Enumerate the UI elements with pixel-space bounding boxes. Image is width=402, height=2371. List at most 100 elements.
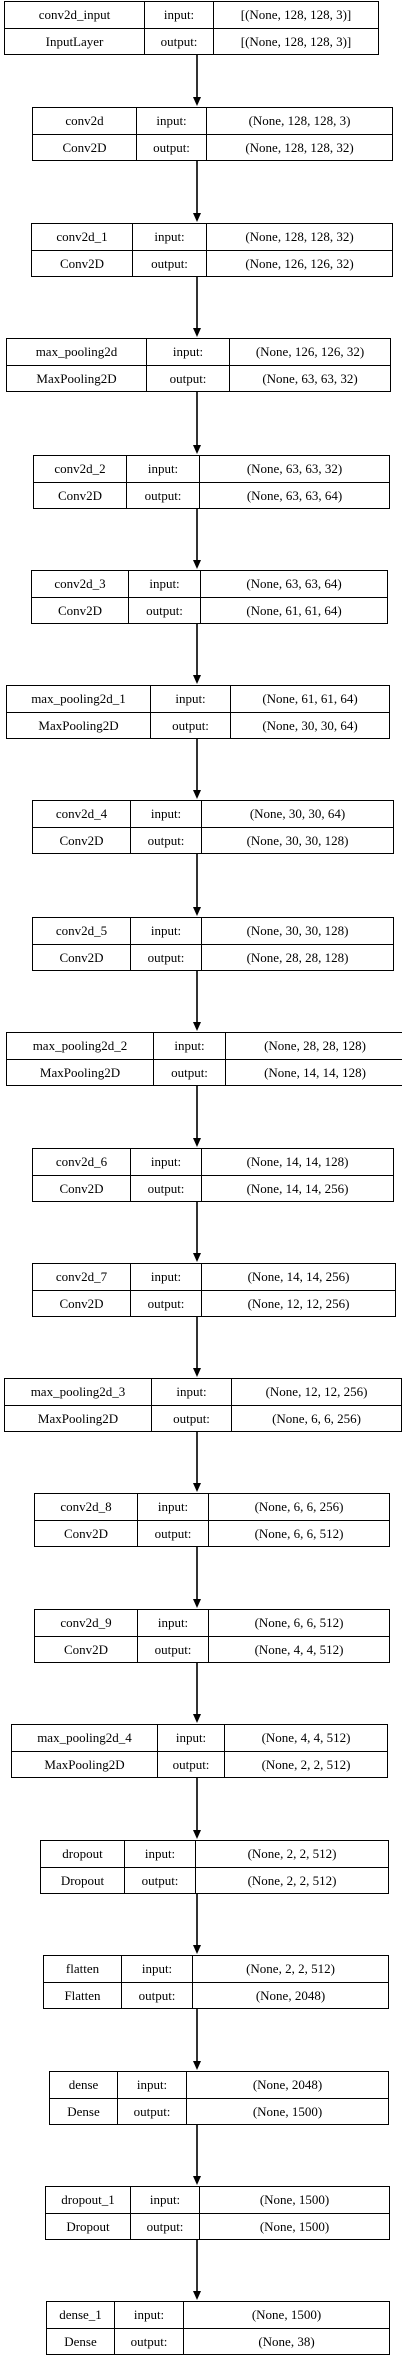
- output-shape: (None, 28, 28, 128): [201, 945, 393, 970]
- output-shape: (None, 30, 30, 64): [230, 713, 389, 738]
- output-label: output:: [137, 1637, 208, 1662]
- layer-type: MaxPooling2D: [37, 1410, 119, 1426]
- output-label: output:: [126, 483, 199, 508]
- output-shape: (None, 38): [183, 2329, 389, 2354]
- connector-arrow: [193, 854, 201, 916]
- connector-arrow: [193, 739, 201, 799]
- layer-name: conv2d_2: [54, 461, 106, 476]
- connector-arrow: [193, 2125, 201, 2185]
- output-label: output:: [130, 828, 201, 853]
- input-shape: (None, 61, 61, 64): [230, 686, 389, 712]
- input-shape: (None, 6, 6, 512): [208, 1610, 389, 1636]
- layer-name: conv2d_input: [38, 7, 111, 22]
- connector-arrow: [193, 1432, 201, 1492]
- output-shape: (None, 2, 2, 512): [195, 1868, 388, 1893]
- output-shape: (None, 1500): [199, 2214, 389, 2239]
- input-shape: (None, 1500): [199, 2187, 389, 2213]
- output-label: output:: [136, 135, 206, 160]
- layer-name: conv2d: [65, 113, 104, 128]
- layer-type: Flatten: [64, 1987, 101, 2003]
- input-label: input:: [130, 2187, 199, 2213]
- connector-arrow: [193, 1778, 201, 1839]
- input-shape: (None, 30, 30, 64): [201, 801, 393, 827]
- connector-arrow: [193, 1547, 201, 1608]
- output-shape: (None, 63, 63, 32): [229, 366, 390, 391]
- output-shape: (None, 6, 6, 256): [231, 1406, 401, 1431]
- input-label: input:: [114, 2302, 183, 2328]
- layer-type: Conv2D: [59, 949, 104, 965]
- input-label: input:: [146, 339, 229, 365]
- layer-type: Dense: [67, 2103, 100, 2119]
- input-shape: (None, 128, 128, 32): [206, 224, 392, 250]
- output-shape: (None, 126, 126, 32): [206, 251, 392, 276]
- layer-type: Conv2D: [59, 1180, 104, 1196]
- layer-name: dropout_1: [61, 2192, 115, 2207]
- output-shape: (None, 14, 14, 128): [225, 1060, 402, 1085]
- output-label: output:: [132, 251, 206, 276]
- connector-arrow: [193, 1086, 201, 1147]
- layer-type: InputLayer: [45, 33, 104, 49]
- output-shape: (None, 6, 6, 512): [208, 1521, 389, 1546]
- input-label: input:: [121, 1956, 192, 1982]
- input-label: input:: [144, 2, 213, 28]
- layer-input-row: dropout_1 input:(None, 1500): [46, 2187, 389, 2213]
- connector-arrow: [193, 392, 201, 454]
- layer-type: Conv2D: [63, 1525, 109, 1541]
- layer-type: Conv2D: [57, 487, 103, 503]
- layer-name: conv2d_9: [60, 1615, 112, 1630]
- output-label: output:: [157, 1752, 224, 1777]
- layer-type: Dense: [64, 2333, 97, 2349]
- input-label: input:: [136, 108, 206, 134]
- output-label: output:: [150, 713, 230, 738]
- output-label: output:: [130, 945, 201, 970]
- layer-type: MaxPooling2D: [38, 717, 119, 733]
- input-shape: (None, 14, 14, 256): [201, 1264, 395, 1290]
- input-shape: (None, 63, 63, 64): [200, 571, 387, 597]
- layer-name: conv2d_8: [60, 1499, 112, 1514]
- input-label: input:: [150, 686, 230, 712]
- connector-arrow: [193, 971, 201, 1031]
- input-label: input:: [126, 456, 199, 482]
- output-label: output:: [146, 366, 229, 391]
- input-label: input:: [151, 1379, 231, 1405]
- connector-arrow: [193, 55, 201, 106]
- layer-name: dense: [68, 2077, 99, 2092]
- layer-name: max_pooling2d_2: [32, 1038, 128, 1053]
- input-label: input:: [153, 1033, 225, 1059]
- output-shape: (None, 2, 2, 512): [224, 1752, 387, 1777]
- input-label: input:: [132, 224, 206, 250]
- input-shape: (None, 63, 63, 32): [199, 456, 389, 482]
- output-label: output:: [151, 1406, 231, 1431]
- layer-input-row: conv2d_2 input:(None, 63, 63, 32): [34, 456, 389, 482]
- output-shape: (None, 63, 63, 64): [199, 483, 389, 508]
- layer-type: Conv2D: [59, 832, 104, 848]
- layer-output-row: Conv2D output:(None, 63, 63, 64): [34, 482, 389, 508]
- output-shape: (None, 4, 4, 512): [208, 1637, 389, 1662]
- layer-name: flatten: [65, 1961, 100, 1976]
